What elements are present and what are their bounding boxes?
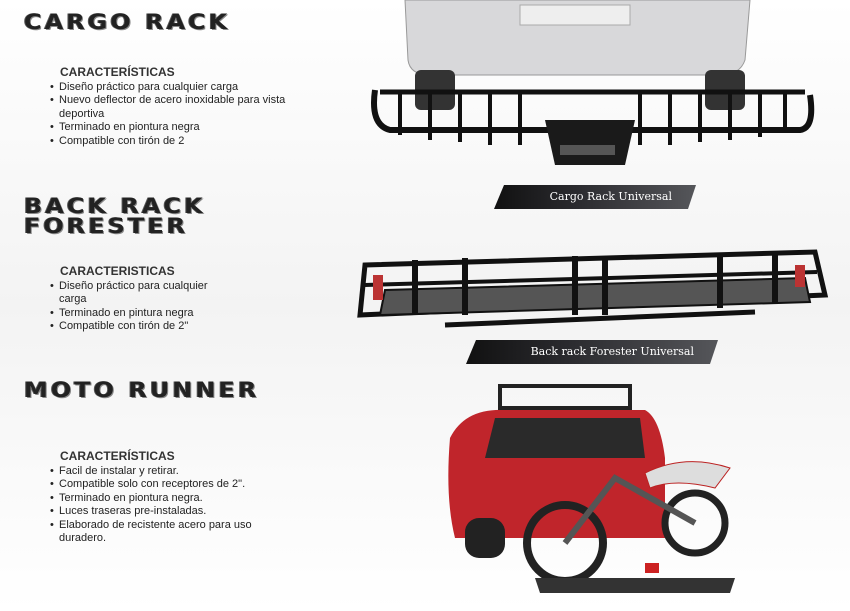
- caption-text: Back rack Forester Universal: [530, 345, 694, 358]
- feature-item: Terminado en piontura negra: [50, 121, 310, 135]
- feature-item: Compatible con tirón de 2": [50, 320, 230, 334]
- feature-item: Terminado en pintura negra: [50, 307, 230, 321]
- feature-item: Elaborado de recistente acero para uso d…: [50, 519, 280, 546]
- feature-item: Nuevo deflector de acero inoxidable para…: [50, 94, 310, 121]
- back-rack-caption: Back rack Forester Universal: [466, 340, 718, 364]
- feature-item: Diseño práctico para cualquier carga: [50, 81, 310, 95]
- back-rack-title-line2: FORESTER: [24, 213, 189, 239]
- back-rack-title-line1: BACK RACK: [24, 193, 206, 219]
- features-heading: CARACTERISTICAS: [60, 264, 175, 278]
- cargo-rack-features: CARACTERÍSTICAS Diseño práctico para cua…: [50, 65, 310, 149]
- moto-runner-image: [448, 384, 735, 593]
- feature-item: Compatible con tirón de 2: [50, 135, 310, 149]
- feature-item: Compatible solo con receptores de 2".: [50, 478, 280, 492]
- feature-item: Diseño práctico para cualquier carga: [50, 280, 230, 307]
- feature-item: Luces traseras pre-instaladas.: [50, 505, 280, 519]
- feature-item: Terminado en piontura negra.: [50, 492, 280, 506]
- cargo-rack-title: CARGO RACK: [24, 9, 231, 35]
- back-rack-title: BACK RACK FORESTER: [24, 193, 206, 239]
- features-heading: CARACTERÍSTICAS: [60, 65, 175, 79]
- feature-item: Facil de instalar y retirar.: [50, 465, 280, 479]
- moto-runner-features: CARACTERÍSTICAS Facil de instalar y reti…: [50, 449, 280, 546]
- features-heading: CARACTERÍSTICAS: [60, 449, 175, 463]
- cargo-rack-caption: Cargo Rack Universal: [494, 185, 696, 209]
- moto-runner-title: MOTO RUNNER: [24, 377, 260, 403]
- back-rack-features: CARACTERISTICAS Diseño práctico para cua…: [50, 264, 230, 334]
- back-rack-image: [357, 249, 829, 328]
- caption-text: Cargo Rack Universal: [549, 190, 672, 203]
- cargo-rack-image: [371, 0, 815, 165]
